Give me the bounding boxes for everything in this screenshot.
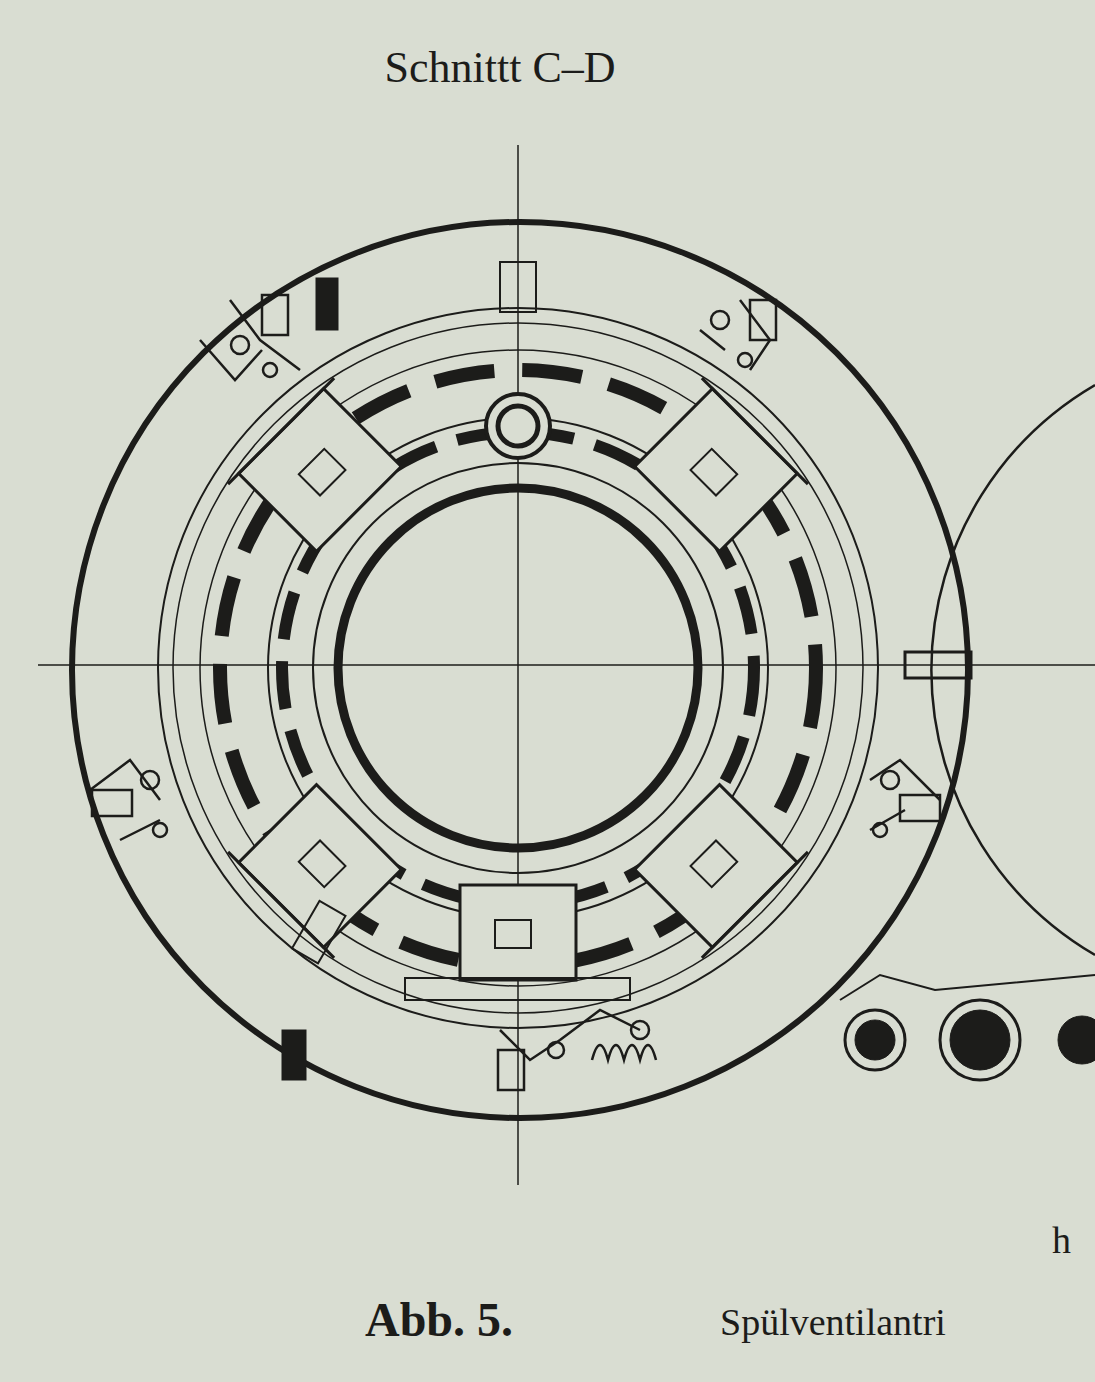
part-label: h: [1052, 1218, 1071, 1262]
section-title-text: Schnittt C–D: [384, 43, 615, 92]
figure-caption: Abb. 5.: [365, 1292, 513, 1347]
part-label: Spülventilantri: [720, 1300, 946, 1344]
part-label-text: Spülventilantri: [720, 1301, 946, 1343]
part-label-text: h: [1052, 1219, 1071, 1261]
section-title: Schnittt C–D: [384, 42, 615, 93]
figure-caption-text: Abb. 5.: [365, 1293, 513, 1346]
